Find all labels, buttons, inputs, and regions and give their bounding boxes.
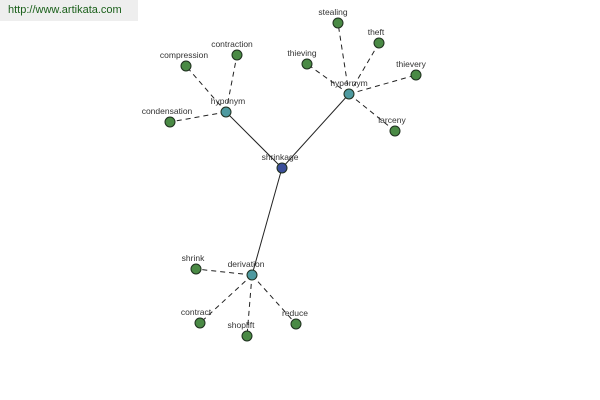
node-shrinkage[interactable]: shrinkage (262, 152, 299, 174)
node-thieving[interactable]: thieving (287, 48, 317, 70)
edge-hypernym-stealing (337, 22, 350, 95)
node-label-thievery: thievery (396, 59, 427, 69)
edge-derivation-reduce (251, 274, 297, 325)
edges-layer (169, 22, 417, 337)
edge-hypernym-larceny (348, 93, 396, 132)
node-label-theft: theft (368, 27, 385, 37)
node-shrink[interactable]: shrink (182, 253, 205, 275)
node-label-reduce: reduce (282, 308, 308, 318)
node-circle-reduce[interactable] (290, 318, 302, 330)
node-label-contract: contract (181, 307, 212, 317)
node-circle-compression[interactable] (180, 60, 192, 72)
edge-root-derivation (251, 167, 283, 276)
node-label-derivation: derivation (228, 259, 265, 269)
node-circle-thieving[interactable] (301, 58, 313, 70)
node-circle-larceny[interactable] (389, 125, 401, 137)
node-circle-contraction[interactable] (231, 49, 243, 61)
node-reduce[interactable]: reduce (282, 308, 308, 330)
edge-hyponym-compression (185, 65, 227, 113)
node-label-compression: compression (160, 50, 208, 60)
site-link[interactable]: http://www.artikata.com (0, 0, 138, 21)
node-stealing[interactable]: stealing (318, 7, 348, 29)
node-circle-shrinkage[interactable] (276, 162, 288, 174)
edge-hypernym-theft (348, 42, 380, 95)
node-theft[interactable]: theft (368, 27, 385, 49)
node-label-shrink: shrink (182, 253, 205, 263)
node-circle-hypernym[interactable] (343, 88, 355, 100)
edge-hyponym-condensation (169, 111, 227, 123)
node-circle-theft[interactable] (373, 37, 385, 49)
edge-derivation-shrink (195, 268, 253, 276)
node-label-shrinkage: shrinkage (262, 152, 299, 162)
node-condensation[interactable]: condensation (142, 106, 193, 128)
node-label-thieving: thieving (287, 48, 317, 58)
node-circle-contract[interactable] (194, 317, 206, 329)
edge-root-hypernym (281, 93, 350, 169)
node-derivation[interactable]: derivation (228, 259, 265, 281)
node-label-contraction: contraction (211, 39, 253, 49)
node-label-shoplift: shoplift (228, 320, 256, 330)
edge-derivation-contract (199, 274, 253, 324)
node-thievery[interactable]: thievery (396, 59, 427, 81)
node-circle-hyponym[interactable] (220, 106, 232, 118)
node-contract[interactable]: contract (181, 307, 212, 329)
node-label-hyponym: hyponym (211, 96, 246, 106)
edge-root-hyponym (225, 111, 283, 169)
node-contraction[interactable]: contraction (211, 39, 253, 61)
node-compression[interactable]: compression (160, 50, 208, 72)
edge-hypernym-thievery (348, 74, 417, 95)
node-circle-stealing[interactable] (332, 17, 344, 29)
node-circle-shrink[interactable] (190, 263, 202, 275)
node-hypernym[interactable]: hypernym (330, 78, 368, 100)
node-label-hypernym: hypernym (330, 78, 367, 88)
node-circle-shoplift[interactable] (241, 330, 253, 342)
edge-hyponym-contraction (225, 54, 238, 113)
node-circle-derivation[interactable] (246, 269, 258, 281)
node-hyponym[interactable]: hyponym (211, 96, 246, 118)
node-label-stealing: stealing (318, 7, 348, 17)
edge-derivation-shoplift (246, 274, 253, 337)
node-larceny[interactable]: larceny (378, 115, 406, 137)
node-shoplift[interactable]: shoplift (228, 320, 256, 342)
node-label-condensation: condensation (142, 106, 193, 116)
node-label-larceny: larceny (378, 115, 406, 125)
node-circle-thievery[interactable] (410, 69, 422, 81)
node-circle-condensation[interactable] (164, 116, 176, 128)
